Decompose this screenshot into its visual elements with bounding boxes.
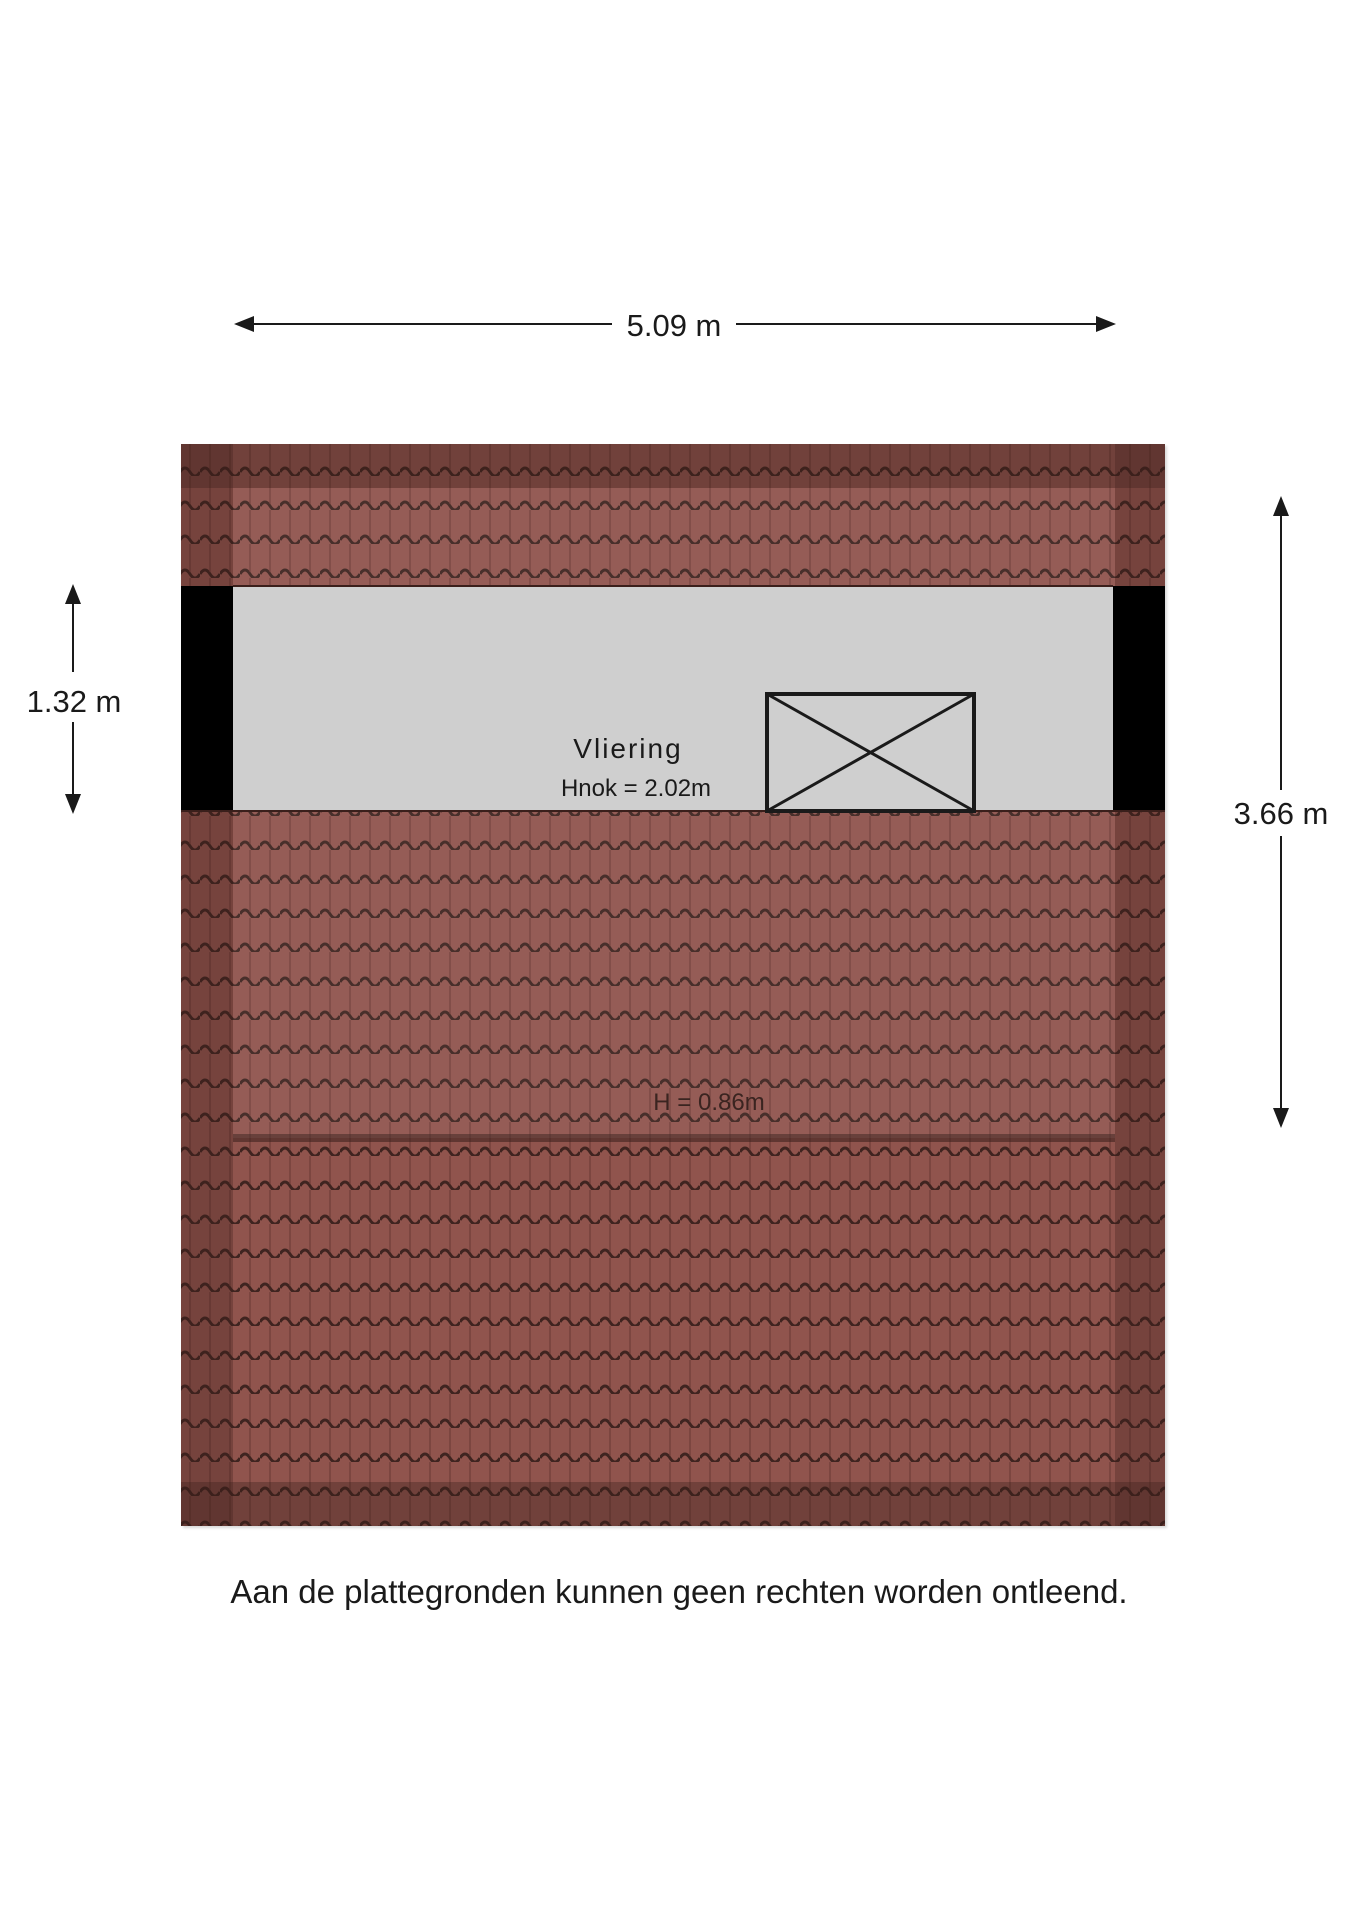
arrow-down-icon — [65, 794, 81, 814]
roof-hatch-icon — [765, 692, 976, 813]
ridge-height-label: Hnok = 2.02m — [561, 775, 711, 802]
arrow-up-icon — [1273, 496, 1289, 516]
arrow-right-icon — [1096, 316, 1116, 332]
vliering-depth-dimension: 1.32 m — [27, 584, 122, 814]
width-dimension: 5.09 m — [234, 308, 1116, 343]
arrow-down-icon — [1273, 1108, 1289, 1128]
vliering-room: Vliering Hnok = 2.02m — [181, 585, 1165, 813]
roof-edge-top — [181, 444, 1165, 488]
roof-edge-bottom — [181, 1482, 1165, 1526]
depth-dimension: 3.66 m — [1234, 496, 1329, 1128]
wall-left — [181, 586, 233, 811]
roof-height-label: H = 0.86m — [653, 1089, 764, 1116]
wall-right — [1113, 586, 1165, 811]
depth-label: 3.66 m — [1234, 796, 1329, 831]
vliering-floor — [181, 586, 1165, 811]
room-name: Vliering — [573, 733, 682, 764]
arrow-left-icon — [234, 316, 254, 332]
disclaimer-text: Aan de plattegronden kunnen geen rechten… — [230, 1573, 1128, 1610]
vliering-depth-label: 1.32 m — [27, 684, 122, 719]
width-label: 5.09 m — [627, 308, 722, 343]
arrow-up-icon — [65, 584, 81, 604]
